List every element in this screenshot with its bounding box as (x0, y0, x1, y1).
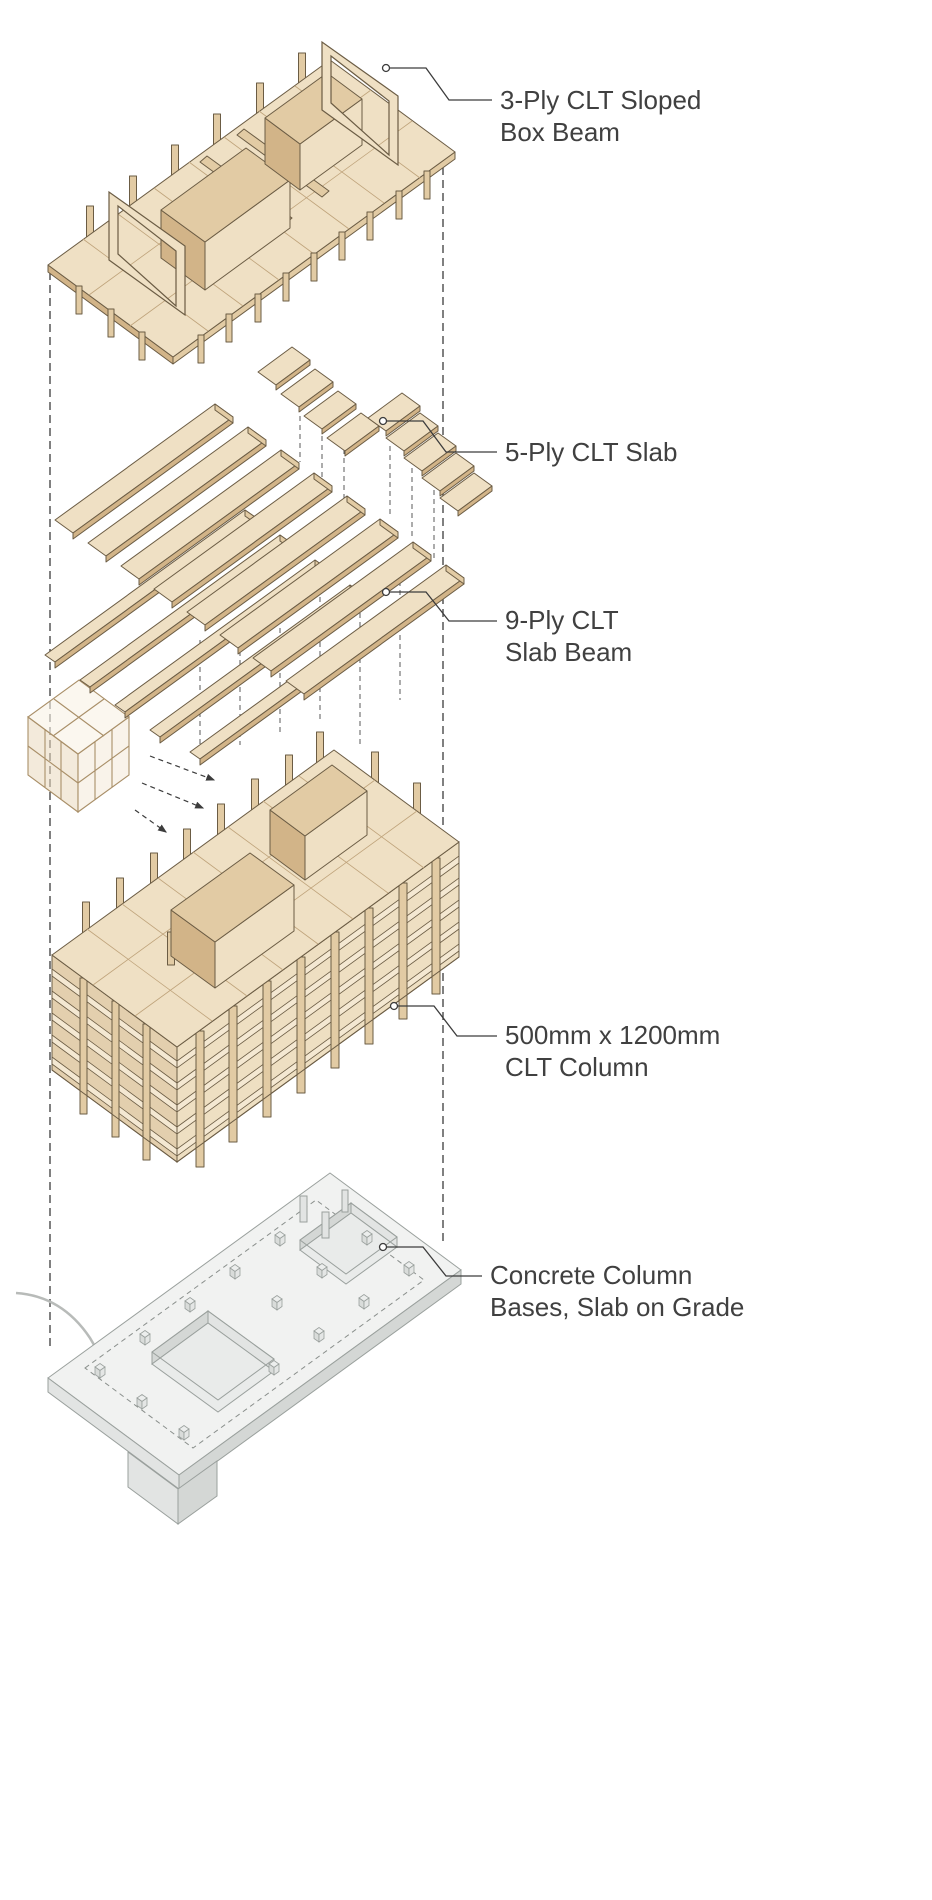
label-line: 9-Ply CLT (505, 605, 619, 635)
column-frame-assembly (51, 731, 460, 1168)
label-clt-slab-beam: 9-Ply CLT Slab Beam (505, 604, 632, 668)
leader-clt-slab-beam (381, 587, 497, 622)
label-line: 5-Ply CLT Slab (505, 437, 678, 467)
roof-assembly (47, 40, 456, 365)
clt-columns (79, 857, 441, 1168)
concrete-posts (299, 1189, 349, 1239)
label-clt-column: 500mm x 1200mm CLT Column (505, 1019, 720, 1083)
label-sloped-box-beam: 3-Ply CLT Sloped Box Beam (500, 84, 701, 148)
label-line: Bases, Slab on Grade (490, 1292, 745, 1322)
sloped-box-beam-frame (321, 40, 399, 167)
label-line: Concrete Column (490, 1260, 693, 1290)
label-line: 3-Ply CLT Sloped (500, 85, 702, 115)
sloped-box-beam-frame (108, 190, 186, 317)
leader-clt-slab (378, 416, 497, 453)
five-ply-slab-assembly (54, 346, 493, 701)
label-clt-slab: 5-Ply CLT Slab (505, 436, 677, 468)
leader-concrete-base (378, 1242, 482, 1277)
label-concrete-base: Concrete Column Bases, Slab on Grade (490, 1259, 744, 1323)
label-line: CLT Column (505, 1052, 649, 1082)
core-module (27, 679, 130, 814)
foundation-slab (15, 1172, 462, 1525)
insertion-arrows (134, 755, 216, 833)
guide-lines (49, 167, 444, 1348)
leader-clt-column (389, 1001, 497, 1037)
label-line: Box Beam (500, 117, 620, 147)
wall-box (269, 764, 368, 881)
nine-ply-beam-assembly (44, 509, 401, 766)
label-line: 500mm x 1200mm (505, 1020, 721, 1050)
wall-box (170, 852, 295, 989)
wall-box (160, 147, 291, 291)
label-line: Slab Beam (505, 637, 633, 667)
leader-sloped-box-beam (381, 63, 492, 101)
